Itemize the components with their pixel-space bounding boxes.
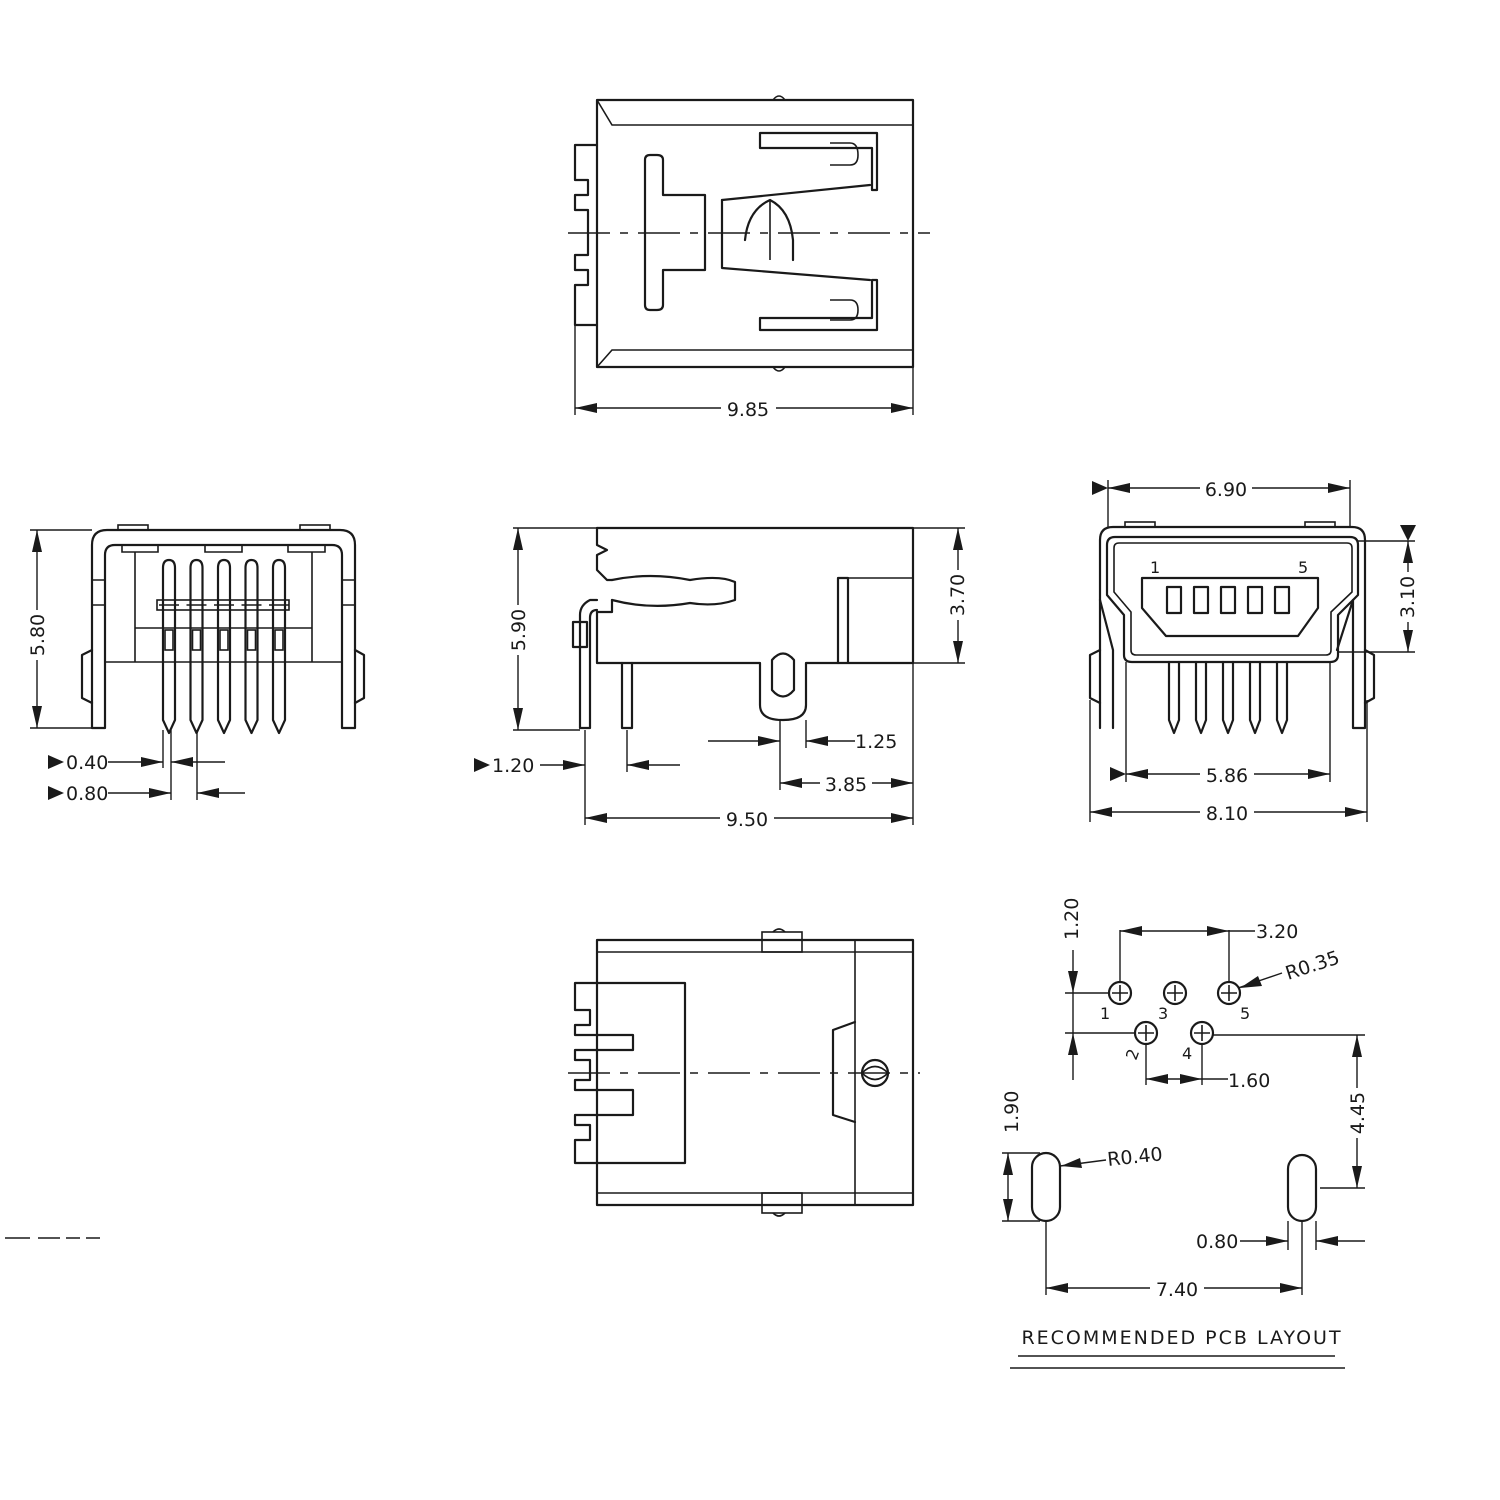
front-pin <box>161 558 177 735</box>
pcb-pin-3-label: 3 <box>1158 1004 1168 1023</box>
end-contact <box>1219 585 1237 615</box>
dim-1-25: 1.25 <box>855 731 897 753</box>
dim-0-80: 0.80 <box>66 783 108 805</box>
end-pin <box>1194 660 1208 735</box>
dim-7-40: 7.40 <box>1156 1279 1198 1301</box>
dim-3-10: 3.10 <box>1397 576 1419 618</box>
dim-5-90: 5.90 <box>508 609 530 651</box>
pcb-pin-5-label: 5 <box>1240 1004 1250 1023</box>
end-contact <box>1192 585 1210 615</box>
dim-3-70: 3.70 <box>947 574 969 616</box>
dim-8-10: 8.10 <box>1206 803 1248 825</box>
pcb-pin-1-label: 1 <box>1100 1004 1110 1023</box>
end-contact <box>1273 585 1291 615</box>
front-pin-window <box>219 629 229 651</box>
end-contacts <box>1165 585 1291 735</box>
dim-1-20-pcb: 1.20 <box>1061 898 1083 940</box>
dim-1-20: 1.20 <box>492 755 534 777</box>
dim-1-90: 1.90 <box>1001 1091 1023 1133</box>
dim-0-80-pcb: 0.80 <box>1196 1231 1238 1253</box>
end-contact <box>1246 585 1264 615</box>
dim-1-60: 1.60 <box>1228 1070 1270 1092</box>
dim-r0-35: R0.35 <box>1283 947 1343 985</box>
side-view: 5.90 3.70 1.20 1.25 3.85 9.50 <box>474 526 969 831</box>
pcb-pin-4-label: 4 <box>1182 1044 1192 1063</box>
end-pin <box>1167 660 1181 735</box>
dim-5-86: 5.86 <box>1206 765 1248 787</box>
end-view: 1 5 6.90 3.10 5.86 8.10 <box>1088 478 1419 825</box>
top-view: 9.85 <box>568 95 930 421</box>
front-view: 5.80 0.40 0.80 <box>26 524 366 805</box>
end-pin <box>1221 660 1235 735</box>
front-pin-window <box>274 629 284 651</box>
pcb-layout: 1 3 5 2 4 1.20 3.20 R0.35 1.60 1.90 <box>1001 898 1369 1369</box>
dim-3-20: 3.20 <box>1256 921 1298 943</box>
dim-0-40: 0.40 <box>66 752 108 774</box>
dim-r0-40: R0.40 <box>1106 1143 1164 1171</box>
front-pin <box>244 558 259 735</box>
bottom-view <box>568 928 920 1217</box>
dim-9-50: 9.50 <box>726 809 768 831</box>
front-pin-window <box>191 629 202 651</box>
front-pin <box>189 558 204 735</box>
pcb-caption: RECOMMENDED PCB LAYOUT <box>1021 1327 1342 1349</box>
front-pins <box>159 558 289 735</box>
dim-9-85: 9.85 <box>727 399 769 421</box>
pcb-pin-2-label: 2 <box>1122 1046 1143 1062</box>
front-pin-window <box>164 629 174 651</box>
end-pin <box>1275 660 1289 735</box>
dim-4-45: 4.45 <box>1347 1092 1369 1134</box>
front-pin <box>216 558 232 735</box>
dim-3-85: 3.85 <box>825 774 867 796</box>
dim-6-90: 6.90 <box>1205 479 1247 501</box>
end-pin <box>1248 660 1262 735</box>
front-pin-window <box>246 629 257 651</box>
dim-5-80: 5.80 <box>27 614 49 656</box>
end-contact <box>1165 585 1183 615</box>
end-pin-1-label: 1 <box>1150 558 1160 577</box>
front-pin <box>271 558 287 735</box>
end-pin-5-label: 5 <box>1298 558 1308 577</box>
